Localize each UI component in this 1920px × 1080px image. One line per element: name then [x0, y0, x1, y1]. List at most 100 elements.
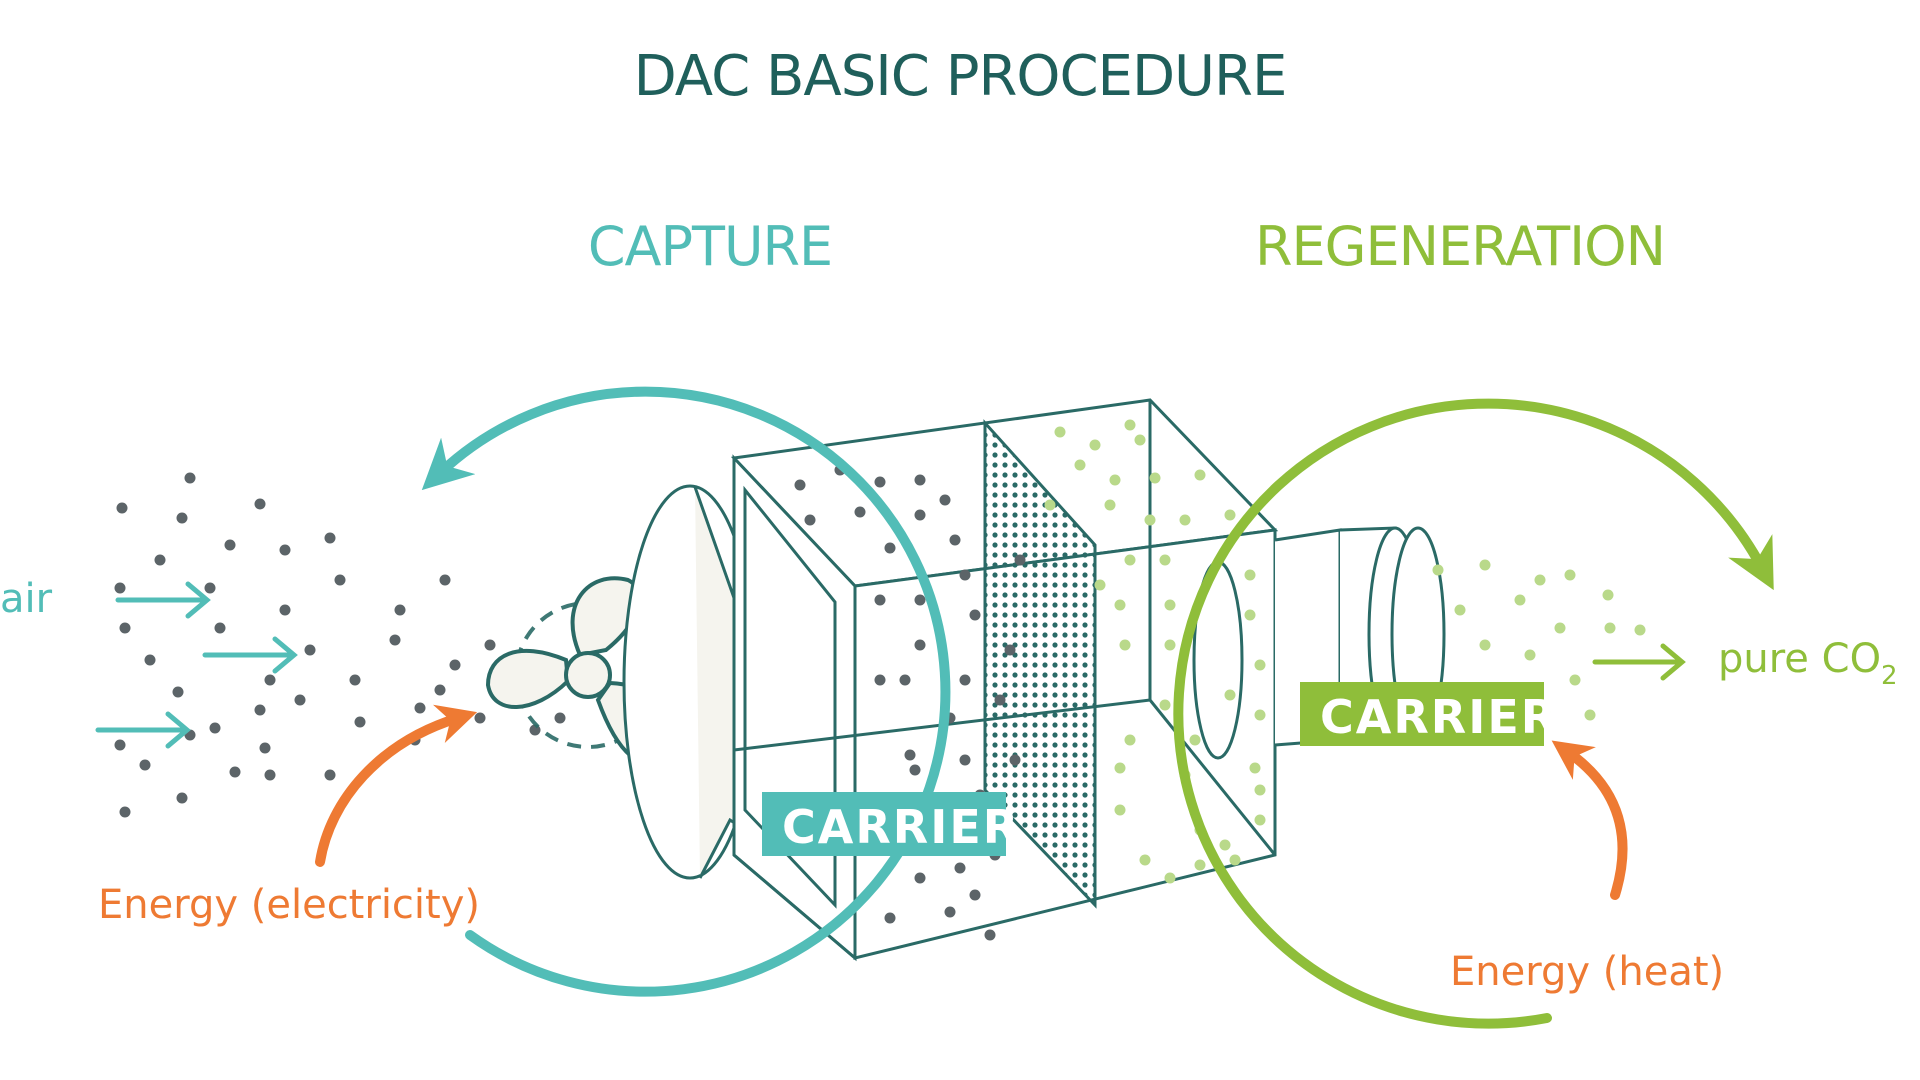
- particle-dot: [439, 574, 451, 586]
- particle-dot: [214, 622, 226, 634]
- particle-dot: [994, 694, 1006, 706]
- particle-dot: [874, 594, 886, 606]
- particle-dot: [209, 722, 221, 734]
- particle-dot: [1144, 514, 1156, 526]
- particle-dot: [434, 684, 446, 696]
- particle-dot: [1074, 459, 1086, 471]
- particle-dot: [874, 674, 886, 686]
- particle-dot: [139, 759, 151, 771]
- air-co2-particles: [114, 472, 571, 818]
- particle-dot: [1004, 644, 1016, 656]
- particle-dot: [264, 674, 276, 686]
- particle-dot: [259, 742, 271, 754]
- particle-dot: [176, 792, 188, 804]
- particle-dot: [1254, 709, 1266, 721]
- particle-dot: [1219, 839, 1231, 851]
- particle-dot: [119, 622, 131, 634]
- particle-dot: [914, 639, 926, 651]
- particle-dot: [1124, 419, 1136, 431]
- particle-dot: [254, 498, 266, 510]
- particle-dot: [1229, 854, 1241, 866]
- particle-dot: [1564, 569, 1576, 581]
- particle-dot: [1089, 439, 1101, 451]
- particle-dot: [944, 906, 956, 918]
- particle-dot: [184, 472, 196, 484]
- particle-dot: [1479, 559, 1491, 571]
- co2-outflow-arrow: [1592, 643, 1686, 681]
- particle-dot: [874, 476, 886, 488]
- particle-dot: [914, 872, 926, 884]
- capture-cycle-arrow: [421, 386, 951, 997]
- particle-dot: [1604, 622, 1616, 634]
- particle-dot: [324, 532, 336, 544]
- particle-dot: [1114, 599, 1126, 611]
- particle-dot: [1164, 872, 1176, 884]
- regeneration-cycle-arrow: [1173, 398, 1774, 1029]
- particle-dot: [1514, 594, 1526, 606]
- particle-dot: [304, 644, 316, 656]
- particle-dot: [1634, 624, 1646, 636]
- particle-dot: [119, 806, 131, 818]
- particle-dot: [279, 604, 291, 616]
- particle-dot: [914, 474, 926, 486]
- energy-heat-label: Energy (heat): [1450, 949, 1724, 995]
- particle-dot: [114, 582, 126, 594]
- particle-dot: [229, 766, 241, 778]
- particle-dot: [854, 506, 866, 518]
- particle-dot: [1054, 426, 1066, 438]
- particle-dot: [1454, 604, 1466, 616]
- particle-dot: [334, 574, 346, 586]
- particle-dot: [1109, 474, 1121, 486]
- pure-co2-label: pure CO2: [1718, 636, 1898, 691]
- particle-dot: [1134, 434, 1146, 446]
- particle-dot: [1554, 622, 1566, 634]
- particle-dot: [1194, 469, 1206, 481]
- particle-dot: [1249, 762, 1261, 774]
- particle-dot: [1244, 569, 1256, 581]
- particle-dot: [1119, 639, 1131, 651]
- particle-dot: [1524, 649, 1536, 661]
- particle-dot: [529, 724, 541, 736]
- released-co2-particles: [1044, 419, 1646, 884]
- regeneration-heading: REGENERATION: [1255, 215, 1665, 278]
- particle-dot: [394, 604, 406, 616]
- particle-dot: [1244, 609, 1256, 621]
- particle-dot: [1569, 674, 1581, 686]
- air-inflow-arrows: [95, 581, 298, 749]
- pure-co2-subscript: 2: [1881, 661, 1898, 691]
- energy-electricity-label: Energy (electricity): [98, 882, 480, 928]
- particle-dot: [1164, 599, 1176, 611]
- particle-dot: [954, 862, 966, 874]
- particle-dot: [1114, 804, 1126, 816]
- particle-dot: [1149, 472, 1161, 484]
- particle-dot: [279, 544, 291, 556]
- particle-dot: [354, 716, 366, 728]
- particle-dot: [939, 494, 951, 506]
- particle-dot: [1179, 514, 1191, 526]
- particle-dot: [204, 582, 216, 594]
- particle-dot: [1584, 709, 1596, 721]
- particle-dot: [1159, 554, 1171, 566]
- particle-dot: [914, 509, 926, 521]
- carrier-label-regeneration-text: CARRIER: [1320, 690, 1558, 744]
- particle-dot: [294, 694, 306, 706]
- particle-dot: [949, 534, 961, 546]
- particle-dot: [884, 912, 896, 924]
- carrier-label-capture: CARRIER: [762, 792, 1018, 856]
- particle-dot: [144, 654, 156, 666]
- particle-dot: [909, 764, 921, 776]
- pure-co2-text: pure CO: [1718, 636, 1881, 682]
- particle-dot: [324, 769, 336, 781]
- particle-dot: [1189, 734, 1201, 746]
- particle-dot: [224, 539, 236, 551]
- particle-dot: [1139, 854, 1151, 866]
- particle-dot: [969, 889, 981, 901]
- particle-dot: [959, 569, 971, 581]
- particle-dot: [449, 659, 461, 671]
- particle-dot: [984, 929, 996, 941]
- diagram-title: DAC BASIC PROCEDURE: [634, 44, 1287, 109]
- particle-dot: [1534, 574, 1546, 586]
- particle-dot: [1114, 762, 1126, 774]
- particle-dot: [154, 554, 166, 566]
